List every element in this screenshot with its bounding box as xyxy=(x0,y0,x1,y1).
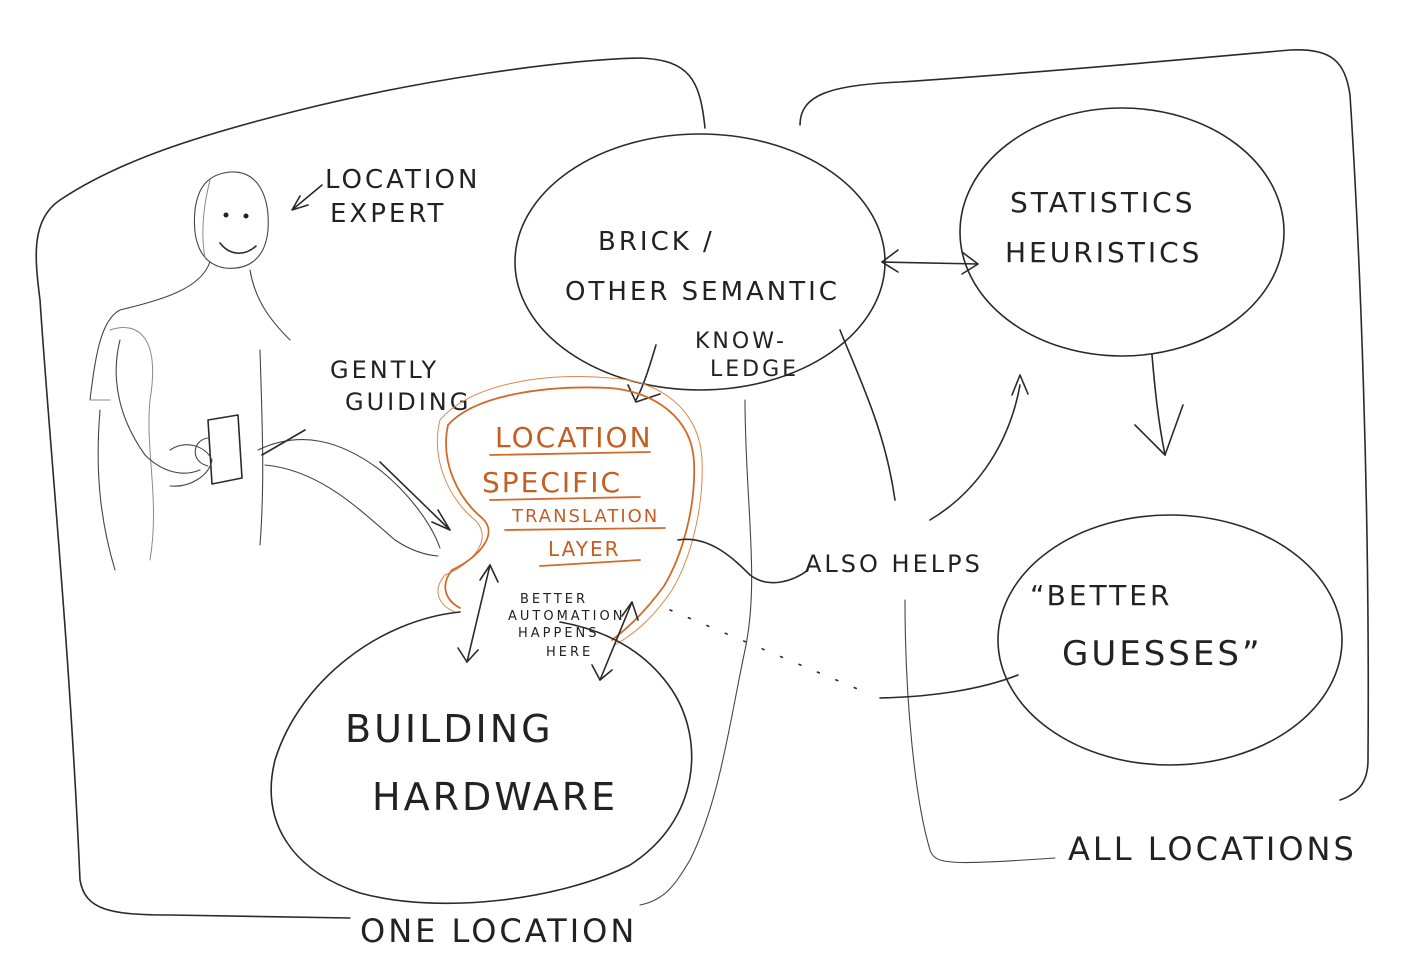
also-helps-connector: ALSO HELPS xyxy=(677,329,1029,584)
arrow-brick-stats xyxy=(881,249,979,275)
arrow-brick-translation xyxy=(627,344,661,403)
location-expert-text-2: EXPERT xyxy=(330,199,446,229)
hardware-text-1: BUILDING xyxy=(345,707,554,751)
brick-text-4: LEDGE xyxy=(710,357,799,382)
all-locations-label: ALL LOCATIONS xyxy=(1068,830,1357,868)
brick-knowledge-node: BRICK / OTHER SEMANTIC KNOW- LEDGE xyxy=(514,133,886,391)
hardware-text-2: HARDWARE xyxy=(372,775,618,819)
automation-label: BETTER AUTOMATION HAPPENS HERE xyxy=(508,592,625,660)
one-location-text: ONE LOCATION xyxy=(360,912,637,950)
brick-text-2: OTHER SEMANTIC xyxy=(565,277,840,307)
automation-text-2: AUTOMATION xyxy=(508,609,625,624)
translation-text-2: SPECIFIC xyxy=(482,466,622,499)
translation-layer-node: LOCATION SPECIFIC TRANSLATION LAYER xyxy=(436,376,703,646)
automation-text-1: BETTER xyxy=(520,592,588,607)
guesses-text-1: “BETTER xyxy=(1030,579,1172,612)
gently-guiding-text-1: GENTLY xyxy=(330,356,439,384)
all-locations-text: ALL LOCATIONS xyxy=(1068,830,1357,868)
arrow-stats-guesses xyxy=(1134,354,1184,456)
brick-text-1: BRICK / xyxy=(598,227,715,257)
stats-text-2: HEURISTICS xyxy=(1005,236,1202,269)
automation-text-3: HAPPENS xyxy=(518,626,600,641)
automation-text-4: HERE xyxy=(546,645,593,660)
translation-text-3: TRANSLATION xyxy=(511,506,659,527)
all-locations-container xyxy=(799,49,1370,864)
guesses-text-2: GUESSES” xyxy=(1062,634,1263,674)
building-hardware-node: BUILDING HARDWARE xyxy=(270,611,693,905)
stats-text-1: STATISTICS xyxy=(1010,186,1196,219)
location-expert-text-1: LOCATION xyxy=(325,165,480,195)
one-location-label: ONE LOCATION xyxy=(360,912,637,950)
statistics-heuristics-node: STATISTICS HEURISTICS xyxy=(959,107,1285,357)
translation-text-4: LAYER xyxy=(548,537,620,561)
location-expert-label: LOCATION EXPERT xyxy=(291,165,480,229)
gently-guiding-text-2: GUIDING xyxy=(345,388,471,416)
translation-text-1: LOCATION xyxy=(495,421,653,454)
person-sketch xyxy=(89,171,441,571)
one-location-container xyxy=(35,57,753,919)
gently-guiding-label: GENTLY GUIDING xyxy=(330,356,471,531)
better-guesses-node: “BETTER GUESSES” xyxy=(997,514,1343,766)
dotted-connector xyxy=(669,609,1019,699)
also-helps-text: ALSO HELPS xyxy=(805,550,983,578)
brick-text-3: KNOW- xyxy=(695,329,787,354)
